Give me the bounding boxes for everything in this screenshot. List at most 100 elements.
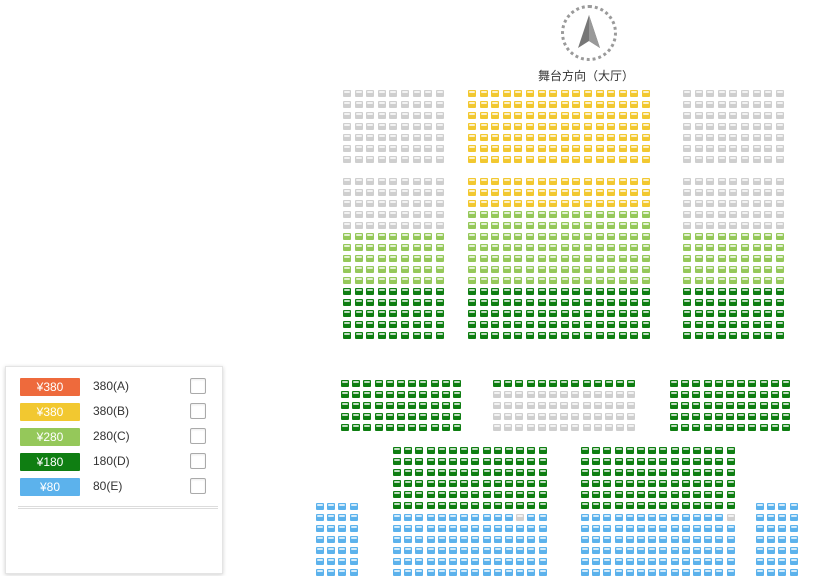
seat[interactable] [538,480,547,487]
seat[interactable] [582,424,591,431]
seat[interactable] [595,123,604,130]
seat[interactable] [775,255,784,262]
seat[interactable] [415,469,424,476]
seat[interactable] [468,321,476,328]
seat[interactable] [704,458,713,465]
seat[interactable] [419,424,428,431]
seat[interactable] [389,266,398,273]
seat[interactable] [729,299,738,306]
seat[interactable] [593,413,602,420]
seat[interactable] [435,123,444,130]
seat[interactable] [366,266,375,273]
seat[interactable] [354,90,363,97]
seat[interactable] [493,447,502,454]
seat[interactable] [471,480,480,487]
seat[interactable] [515,380,524,387]
seat[interactable] [389,112,398,119]
seat[interactable] [764,255,773,262]
seat[interactable] [752,101,761,108]
seat[interactable] [572,134,581,141]
seat[interactable] [537,123,546,130]
seat[interactable] [764,112,773,119]
seat[interactable] [593,391,602,398]
seat[interactable] [726,458,735,465]
seat[interactable] [592,458,601,465]
seat[interactable] [560,200,569,207]
seat[interactable] [537,277,546,284]
price-filter-checkbox[interactable] [190,478,206,494]
seat[interactable] [537,222,546,229]
seat[interactable] [538,514,547,521]
seat[interactable] [592,491,601,498]
seat[interactable] [592,558,601,565]
seat[interactable] [449,480,457,487]
seat[interactable] [514,222,523,229]
seat[interactable] [426,447,435,454]
seat[interactable] [437,491,446,498]
seat[interactable] [435,211,444,218]
seat[interactable] [471,447,480,454]
seat[interactable] [752,266,761,273]
seat[interactable] [343,211,351,218]
seat[interactable] [741,288,749,295]
seat[interactable] [502,244,511,251]
seat[interactable] [726,380,734,387]
seat[interactable] [706,178,715,185]
seat[interactable] [659,536,668,543]
seat[interactable] [706,277,715,284]
seat[interactable] [741,310,749,317]
seat[interactable] [603,536,612,543]
seat[interactable] [670,402,678,409]
seat[interactable] [572,112,581,119]
seat[interactable] [527,569,536,576]
seat[interactable] [630,90,639,97]
seat[interactable] [316,525,324,532]
seat[interactable] [714,413,723,420]
seat[interactable] [527,536,536,543]
seat[interactable] [706,90,715,97]
seat[interactable] [572,277,581,284]
seat[interactable] [426,491,435,498]
seat[interactable] [717,90,726,97]
seat[interactable] [366,156,375,163]
legend-row-280c[interactable]: ¥280 280(C) [20,428,220,448]
seat[interactable] [366,233,375,240]
seat[interactable] [441,391,450,398]
seat[interactable] [408,424,417,431]
seat[interactable] [424,277,433,284]
seat[interactable] [595,178,604,185]
seat[interactable] [426,569,435,576]
seat[interactable] [560,112,569,119]
seat[interactable] [468,222,476,229]
seat[interactable] [493,424,501,431]
seat[interactable] [670,536,679,543]
seat[interactable] [338,514,347,521]
seat[interactable] [491,156,500,163]
seat[interactable] [401,90,409,97]
seat[interactable] [607,288,616,295]
seat[interactable] [618,178,627,185]
seat[interactable] [516,536,525,543]
seat[interactable] [789,569,798,576]
seat[interactable] [424,266,433,273]
seat[interactable] [759,424,768,431]
seat[interactable] [764,90,773,97]
seat[interactable] [572,244,581,251]
seat[interactable] [537,145,546,152]
seat[interactable] [741,145,749,152]
seat[interactable] [352,380,361,387]
seat[interactable] [726,424,734,431]
seat[interactable] [526,299,534,306]
seat[interactable] [764,134,773,141]
seat[interactable] [741,134,749,141]
seat[interactable] [401,255,409,262]
seat[interactable] [515,391,524,398]
seat[interactable] [435,255,444,262]
seat[interactable] [642,189,650,196]
seat[interactable] [327,558,336,565]
seat[interactable] [412,321,421,328]
seat[interactable] [538,536,547,543]
seat[interactable] [377,321,386,328]
seat[interactable] [581,502,589,509]
seat[interactable] [502,233,511,240]
